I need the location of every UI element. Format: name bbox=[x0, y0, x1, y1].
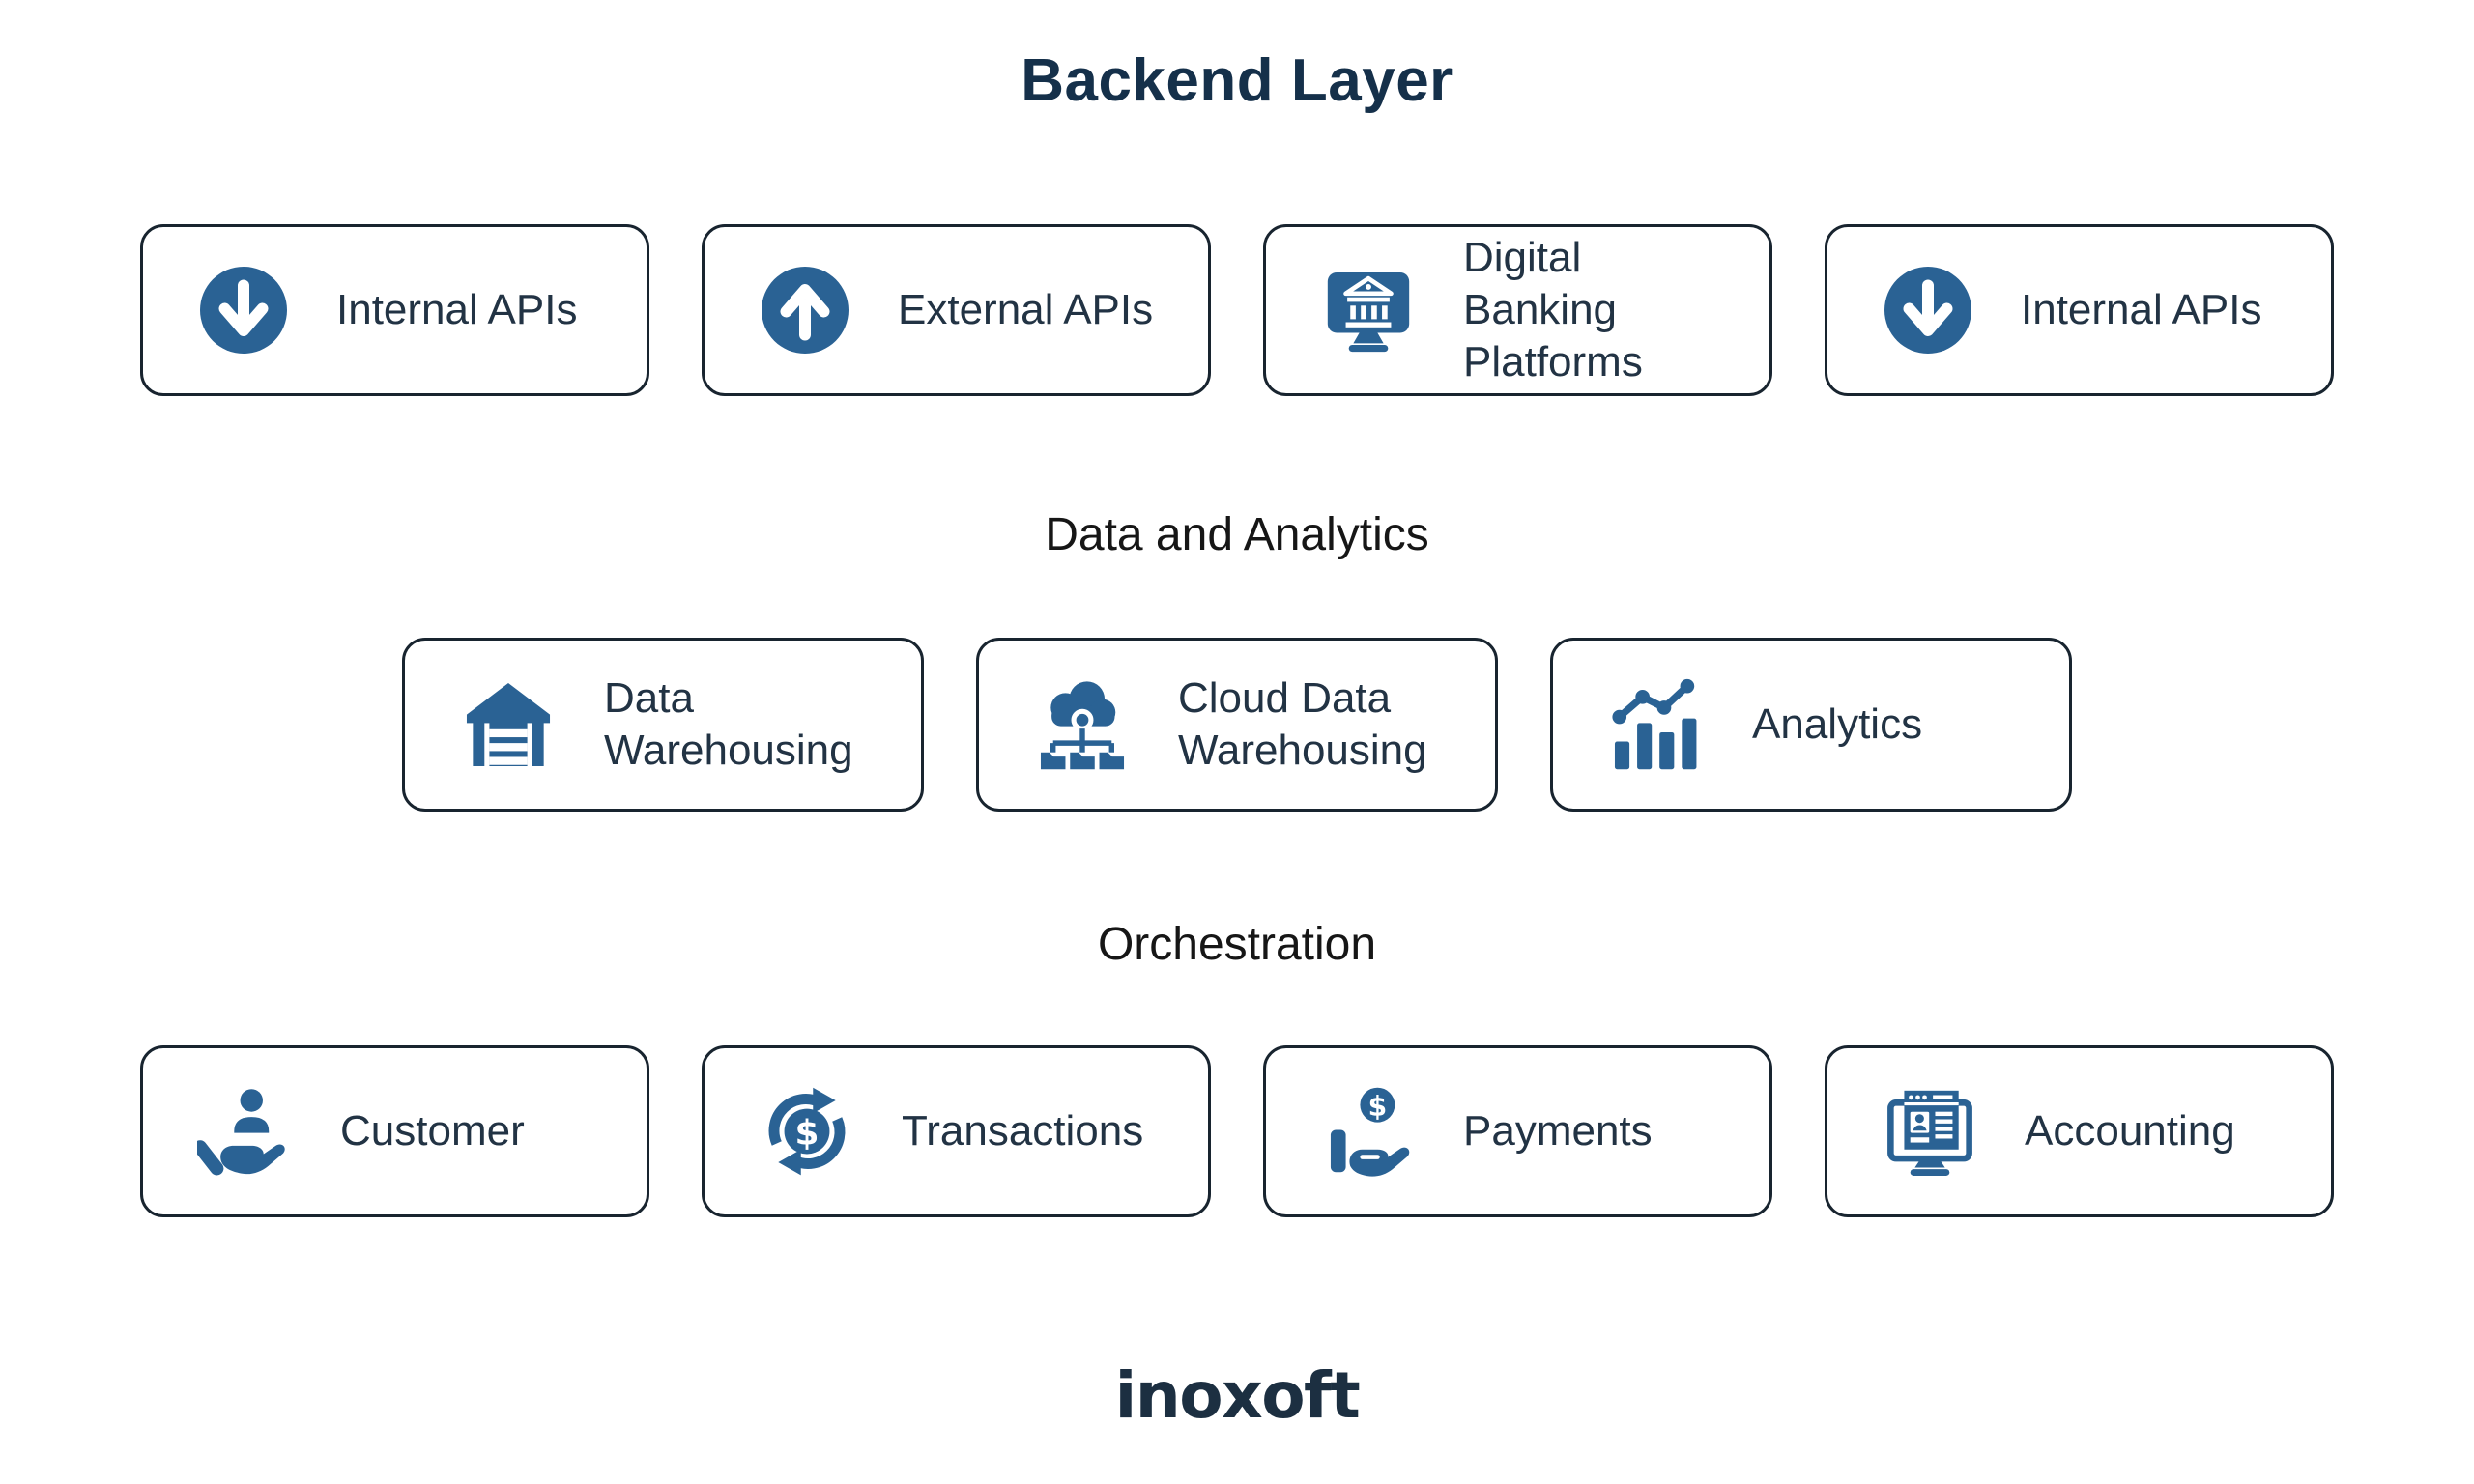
data-analytics-row: Data Warehousing bbox=[402, 638, 2072, 812]
card-label: Customer bbox=[340, 1107, 525, 1156]
dollar-sync-arrows-icon: $ bbox=[759, 1083, 855, 1180]
backend-row: Internal APIs External APIs bbox=[140, 224, 2334, 396]
card-internal-apis-1: Internal APIs bbox=[140, 224, 649, 396]
card-label: Digital Banking Platforms bbox=[1463, 234, 1643, 385]
card-customer: Customer bbox=[140, 1045, 649, 1217]
svg-text:$: $ bbox=[795, 1113, 820, 1153]
arrow-down-circle-icon bbox=[197, 264, 290, 357]
card-label: Analytics bbox=[1752, 700, 1923, 749]
arrow-down-circle-icon bbox=[1882, 264, 1974, 357]
card-data-warehousing: Data Warehousing bbox=[402, 638, 924, 812]
card-label: Transactions bbox=[902, 1107, 1144, 1156]
inoxoft-logo: inoxoft bbox=[1114, 1358, 1361, 1433]
digital-banking-monitor-icon bbox=[1320, 262, 1417, 358]
card-accounting: Accounting bbox=[1825, 1045, 2334, 1217]
card-internal-apis-2: Internal APIs bbox=[1825, 224, 2334, 396]
svg-text:$: $ bbox=[1368, 1091, 1388, 1123]
card-cloud-data-warehousing: Cloud Data Warehousing bbox=[976, 638, 1498, 812]
cloud-network-icon bbox=[1033, 675, 1132, 774]
card-label: Cloud Data Warehousing bbox=[1178, 674, 1427, 774]
section-label-orchestration: Orchestration bbox=[1097, 919, 1377, 970]
card-analytics: Analytics bbox=[1550, 638, 2072, 812]
card-label: Accounting bbox=[2025, 1107, 2235, 1156]
card-payments: $ Payments bbox=[1263, 1045, 1772, 1217]
card-label: Data Warehousing bbox=[604, 674, 853, 774]
card-label: Internal APIs bbox=[336, 286, 578, 334]
arrow-up-circle-icon bbox=[759, 264, 851, 357]
card-digital-banking-platforms: Digital Banking Platforms bbox=[1263, 224, 1772, 396]
card-label: External APIs bbox=[898, 286, 1154, 334]
bar-chart-trend-icon bbox=[1607, 675, 1706, 774]
card-label: Payments bbox=[1463, 1107, 1653, 1156]
card-label: Internal APIs bbox=[2021, 286, 2262, 334]
warehouse-icon bbox=[459, 675, 558, 774]
page-title: Backend Layer bbox=[1021, 47, 1453, 114]
hand-holding-person-icon bbox=[197, 1083, 294, 1180]
orchestration-row: Customer $ Transactions bbox=[140, 1045, 2334, 1217]
monitor-profile-icon bbox=[1882, 1083, 1978, 1180]
section-label-data-analytics: Data and Analytics bbox=[1045, 509, 1429, 560]
hand-holding-dollar-icon: $ bbox=[1320, 1083, 1417, 1180]
card-external-apis: External APIs bbox=[702, 224, 1211, 396]
card-transactions: $ Transactions bbox=[702, 1045, 1211, 1217]
